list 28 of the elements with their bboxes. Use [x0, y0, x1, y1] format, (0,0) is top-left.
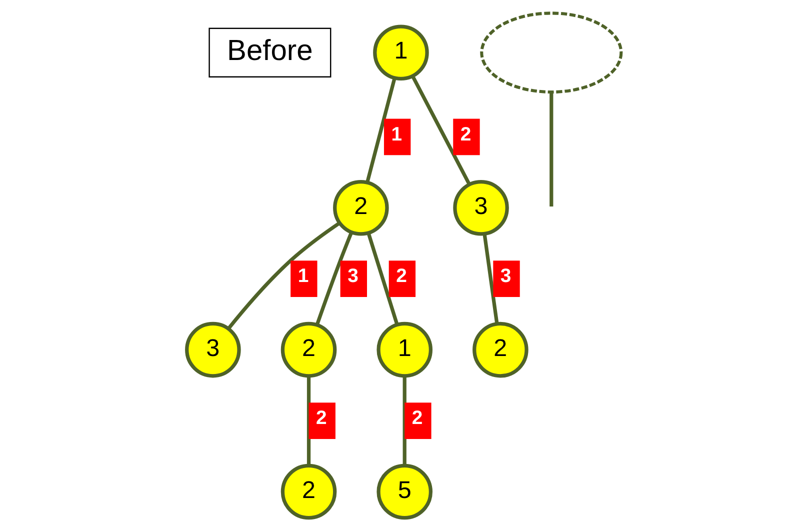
edge-label: 1 — [390, 123, 402, 146]
connector — [364, 78, 396, 184]
node-ellipse — [480, 12, 622, 94]
connector — [366, 232, 398, 325]
connector — [402, 376, 406, 466]
edge-label: 2 — [396, 265, 406, 288]
edge-label: 2 — [411, 407, 422, 430]
edge-label: 2 — [316, 407, 326, 430]
connector — [482, 234, 498, 324]
node-box: Before — [208, 28, 331, 78]
connector — [410, 75, 470, 186]
edge-label: 3 — [347, 265, 358, 288]
node-circle: 1 — [372, 24, 428, 80]
node-circle: 2 — [332, 180, 388, 236]
connector — [226, 222, 340, 330]
node-circle: 2 — [280, 322, 336, 378]
node-circle: 2 — [280, 464, 336, 520]
edge-label: 3 — [500, 265, 511, 288]
edge-label: 1 — [297, 265, 308, 288]
connector — [549, 92, 553, 206]
connector — [306, 376, 310, 466]
connector — [314, 232, 352, 326]
edge-label: 2 — [460, 123, 471, 146]
node-circle: 1 — [376, 322, 432, 378]
node-circle: 5 — [376, 464, 432, 520]
node-circle: 2 — [472, 322, 528, 378]
node-circle: 3 — [452, 180, 508, 236]
node-circle: 3 — [184, 322, 240, 378]
